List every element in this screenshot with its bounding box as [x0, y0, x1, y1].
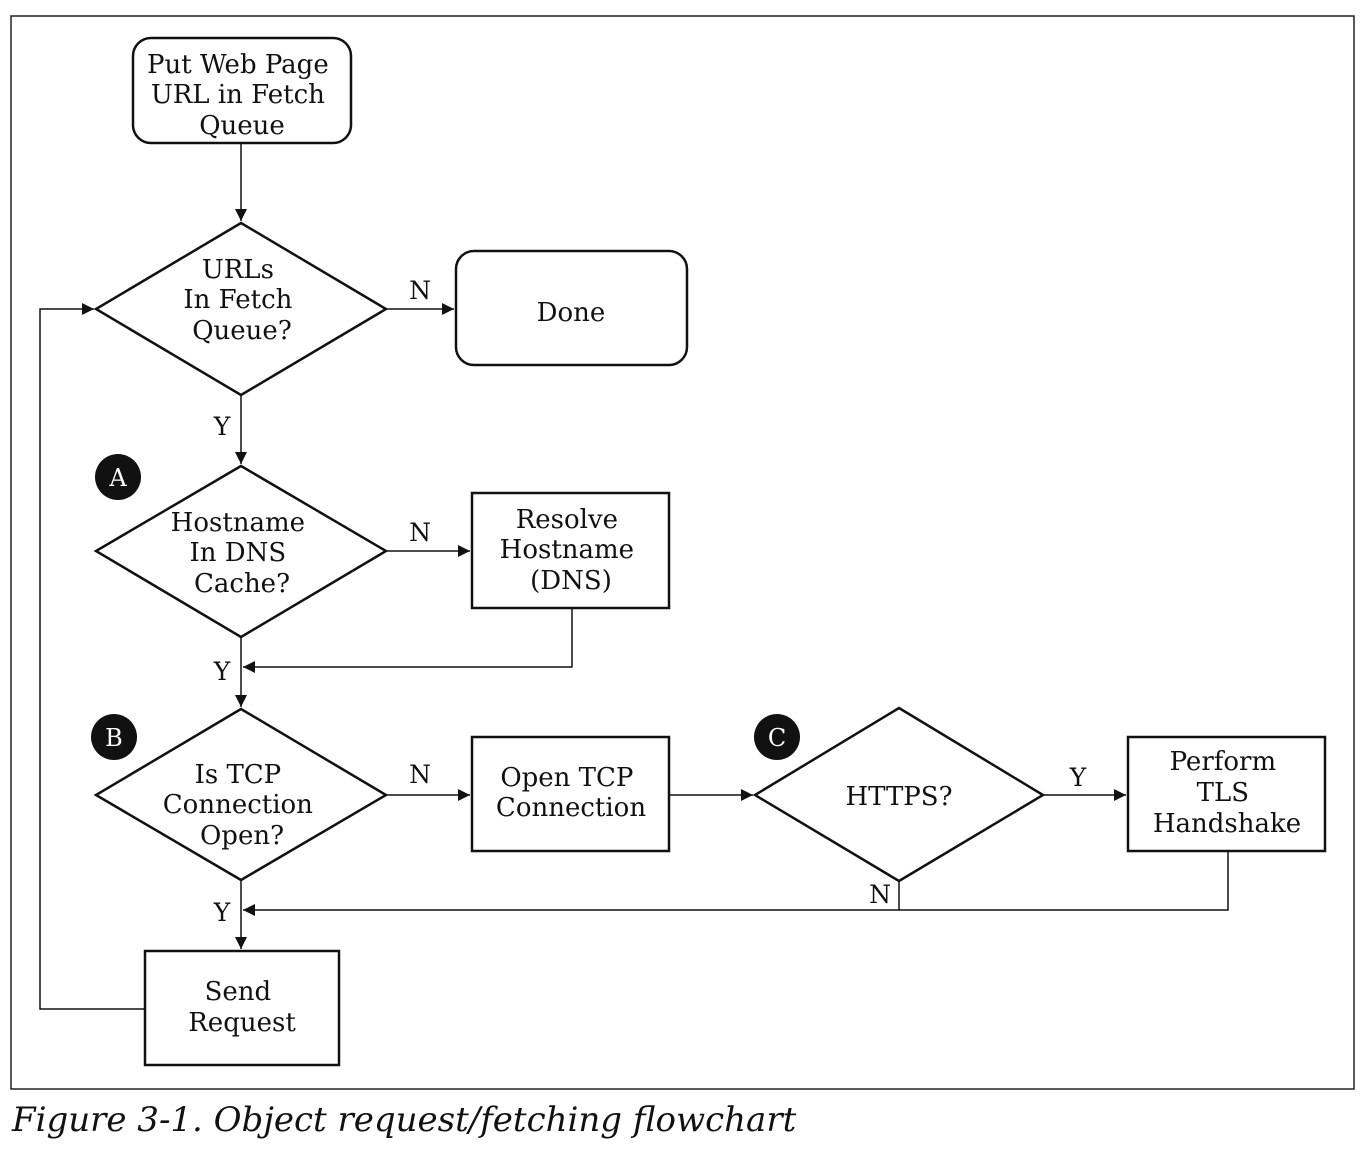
label-https-no: N: [869, 880, 891, 909]
edge-tls-return: [243, 851, 1229, 916]
decision-https-text: HTTPS?: [845, 782, 952, 812]
label-tcp-no: N: [409, 760, 431, 789]
label-dns-no: N: [409, 518, 431, 547]
node-put-url-line-3: Queue: [199, 111, 285, 141]
node-send-line-2: Request: [188, 1008, 296, 1038]
decision-urls-line-2: In Fetch: [183, 285, 292, 315]
node-resolve-hostname-text: Resolve Hostname (DNS): [500, 505, 643, 596]
flowchart-diagram: Put Web Page URL in Fetch Queue URLs In …: [10, 15, 1355, 1090]
node-tls-text: Perform TLS Handshake: [1153, 747, 1301, 839]
node-tls-line-3: Handshake: [1153, 809, 1301, 839]
edge-send-loop: [39, 303, 145, 1010]
badge-a-circle: [95, 454, 141, 500]
node-tls-shape: [1126, 735, 1327, 853]
figure-caption: Figure 3-1. Object request/fetching flow…: [12, 1100, 797, 1140]
node-put-url-line-2: URL in Fetch: [151, 80, 325, 110]
node-put-url-shape: [131, 36, 353, 145]
badge-c-text: C: [768, 724, 786, 752]
edge-resolve-return: [243, 608, 573, 673]
node-resolve-line-1: Resolve: [516, 505, 618, 535]
node-tls-line-2: TLS: [1197, 778, 1249, 808]
node-send-line-1: Send: [205, 977, 272, 1007]
label-tcp-yes: Y: [213, 898, 231, 927]
decision-tcp-open-text: Is TCP Connection Open?: [163, 760, 321, 851]
badge-a-text: A: [108, 464, 127, 492]
decision-tcp-line-2: Connection: [163, 790, 313, 820]
node-resolve-line-3: (DNS): [530, 566, 612, 596]
node-resolve-hostname-shape: [470, 491, 671, 610]
badge-b-text: B: [105, 724, 123, 752]
node-resolve-line-2: Hostname: [500, 535, 634, 565]
node-open-tcp-line-2: Connection: [496, 793, 646, 823]
node-done-text: Done: [537, 298, 606, 328]
label-https-yes: Y: [1069, 763, 1087, 792]
decision-urls-line-1: URLs: [202, 255, 274, 285]
node-open-tcp-shape: [470, 735, 671, 853]
decision-tcp-line-3: Open?: [200, 821, 284, 851]
label-dns-yes: Y: [213, 657, 231, 686]
node-tls-line-1: Perform: [1170, 747, 1277, 777]
decision-dns-line-1: Hostname: [171, 508, 305, 538]
decision-hostname-in-dns-text: Hostname In DNS Cache?: [171, 508, 314, 599]
node-send-request-shape: [143, 949, 341, 1067]
node-open-tcp-line-1: Open TCP: [500, 763, 633, 793]
node-put-url-text: Put Web Page URL in Fetch Queue: [147, 50, 337, 141]
node-open-tcp-text: Open TCP Connection: [496, 763, 646, 823]
node-put-url-line-1: Put Web Page: [147, 50, 329, 80]
decision-urls-in-queue-text: URLs In Fetch Queue?: [183, 255, 300, 346]
decision-urls-line-3: Queue?: [192, 316, 292, 346]
badge-c-circle: [754, 714, 800, 760]
decision-tcp-line-1: Is TCP: [195, 760, 282, 790]
figure-frame: [10, 15, 1355, 1090]
node-send-request-text: Send Request: [188, 977, 296, 1038]
label-queue-no: N: [409, 276, 431, 305]
badge-b-circle: [91, 714, 137, 760]
node-done-shape: [454, 249, 689, 367]
decision-dns-line-3: Cache?: [194, 569, 290, 599]
decision-dns-line-2: In DNS: [190, 538, 287, 568]
label-queue-yes: Y: [213, 412, 231, 441]
